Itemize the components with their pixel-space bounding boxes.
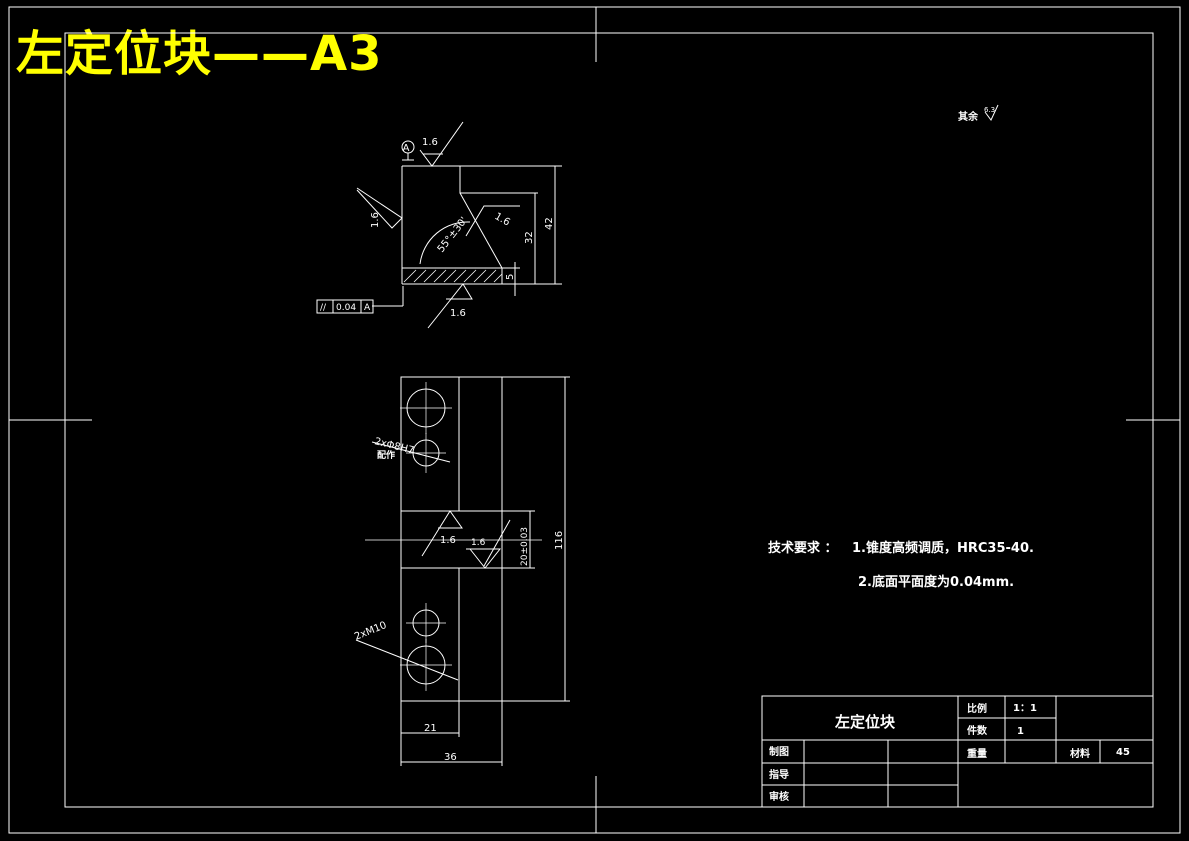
drawn-label: 制图 <box>769 745 789 758</box>
front-view <box>316 121 562 329</box>
tolerance-symbol: // <box>320 303 327 313</box>
tech-req-item-2: 2.底面平面度为0.04mm. <box>858 574 1014 590</box>
dim-116: 116 <box>554 531 565 550</box>
dim-20: 20±0.03 <box>520 527 530 566</box>
dim-21: 21 <box>424 723 437 734</box>
roughness-rest-symbol <box>984 104 999 121</box>
title-block <box>761 695 1154 808</box>
weight-label: 重量 <box>967 747 987 760</box>
dim-36: 36 <box>444 752 457 763</box>
thread-note: 2xM10 <box>353 620 388 643</box>
scale-value: 1：1 <box>1013 703 1037 714</box>
part-name: 左定位块 <box>834 713 896 731</box>
tolerance-frame <box>316 299 374 314</box>
angle-dimension: 55°±30' <box>436 215 470 255</box>
roughness-value-top: 1.6 <box>422 137 438 148</box>
material-label: 材料 <box>1070 747 1090 760</box>
guide-label: 指导 <box>769 768 789 781</box>
holes-note-2: 配作 <box>377 449 395 461</box>
scale-label: 比例 <box>967 702 987 715</box>
sheet-border <box>8 6 1181 834</box>
count-label: 件数 <box>967 724 988 737</box>
dim-5: 5 <box>505 274 516 280</box>
tech-req-label: 技术要求 ： <box>768 540 838 556</box>
tech-req-item-1: 1.锥度高频调质，HRC35-40. <box>852 540 1034 556</box>
tolerance-value: 0.04 <box>336 303 356 313</box>
drawing-frame <box>64 32 1154 808</box>
roughness-value-left: 1.6 <box>370 212 381 228</box>
material-value: 45 <box>1116 747 1130 758</box>
roughness-value-inner: 1.6 <box>493 211 512 228</box>
top-view <box>355 376 570 766</box>
roughness-value-top-view-1: 1.6 <box>440 535 456 546</box>
roughness-value-top-view-2: 1.6 <box>471 538 486 548</box>
roughness-value-bottom: 1.6 <box>450 308 466 319</box>
review-label: 审核 <box>769 790 789 803</box>
datum-label: A <box>403 143 410 154</box>
dim-42: 42 <box>544 217 555 230</box>
tolerance-datum: A <box>364 303 371 313</box>
roughness-rest-label: 其余 <box>958 110 979 123</box>
roughness-rest-value: 6.3 <box>984 106 995 114</box>
drawing-title: 左定位块——A3 <box>16 26 383 82</box>
count-value: 1 <box>1017 726 1024 737</box>
dim-32: 32 <box>524 231 535 244</box>
